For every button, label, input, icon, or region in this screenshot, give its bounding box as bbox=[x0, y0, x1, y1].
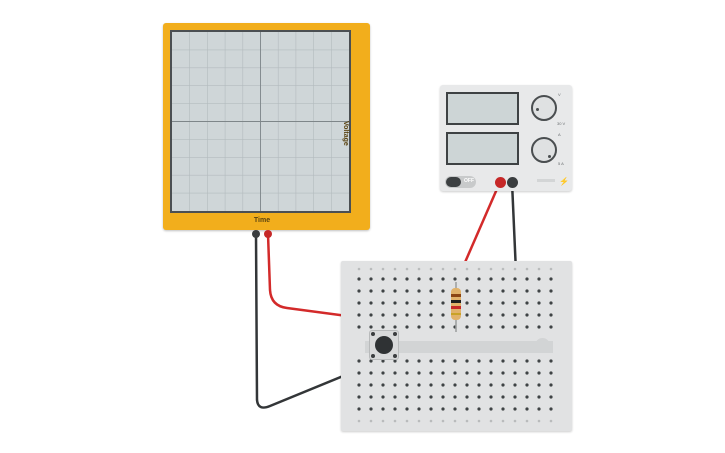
current-knob-label: A bbox=[558, 132, 561, 137]
psu-brand-text bbox=[537, 179, 555, 182]
power-switch-label: OFF bbox=[464, 178, 474, 184]
push-button-leg bbox=[371, 332, 375, 336]
breadboard-mount-hole bbox=[535, 338, 550, 353]
push-button-leg bbox=[393, 332, 397, 336]
voltage-display bbox=[446, 92, 519, 125]
lightning-icon: ⚡ bbox=[559, 177, 569, 186]
oscilloscope-screen bbox=[170, 30, 351, 213]
scope-positive-probe[interactable] bbox=[264, 230, 272, 238]
voltage-knob-label: V bbox=[558, 92, 561, 97]
breadboard-holes bbox=[357, 267, 553, 423]
current-knob-indicator bbox=[548, 155, 551, 158]
scope-negative-probe[interactable] bbox=[252, 230, 260, 238]
power-supply[interactable]: V 30 V A 5 A OFF ⚡ bbox=[440, 85, 572, 191]
voltage-knob-indicator bbox=[536, 108, 539, 111]
current-display bbox=[446, 132, 519, 165]
push-button[interactable] bbox=[370, 331, 398, 359]
psu-positive-terminal[interactable] bbox=[495, 177, 506, 188]
oscilloscope-grid bbox=[172, 32, 349, 211]
oscilloscope[interactable]: Time Voltage bbox=[163, 23, 370, 230]
voltage-max-label: 30 V bbox=[557, 121, 566, 126]
psu-negative-terminal[interactable] bbox=[507, 177, 518, 188]
push-button-leg bbox=[371, 354, 375, 358]
breadboard-center-channel bbox=[365, 341, 553, 353]
voltage-axis-label: Voltage bbox=[342, 121, 349, 146]
power-switch-knob bbox=[446, 177, 461, 187]
scope-red-wire[interactable] bbox=[266, 233, 453, 332]
current-knob[interactable] bbox=[531, 137, 557, 163]
time-axis-label: Time bbox=[253, 217, 271, 224]
power-switch[interactable]: OFF bbox=[445, 176, 476, 188]
current-max-label: 5 A bbox=[558, 161, 564, 166]
resistor[interactable] bbox=[448, 282, 464, 332]
scope-black-wire[interactable] bbox=[254, 233, 371, 409]
push-button-leg bbox=[393, 354, 397, 358]
voltage-knob[interactable] bbox=[531, 95, 557, 121]
push-button-cap[interactable] bbox=[375, 336, 393, 354]
